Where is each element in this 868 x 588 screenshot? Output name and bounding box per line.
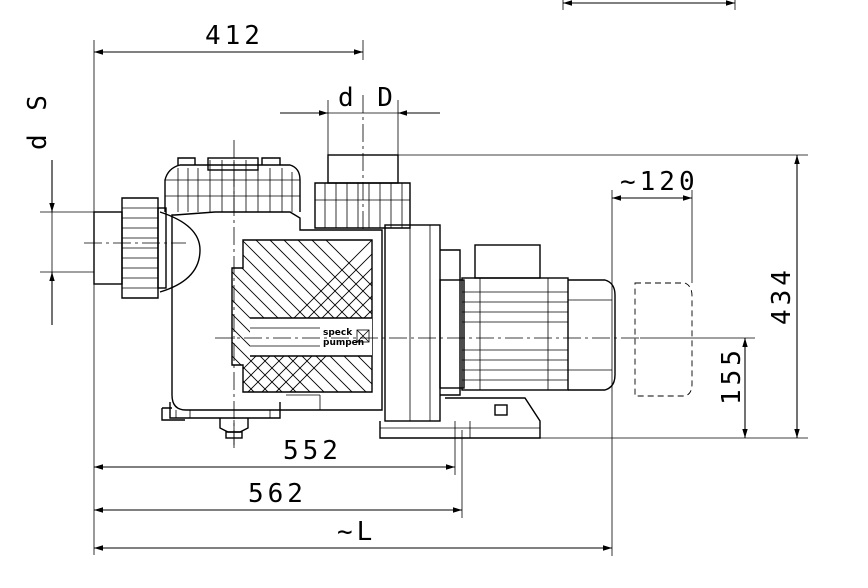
dimension-412: 412 <box>93 21 364 212</box>
dim-562-label: 562 <box>248 479 307 509</box>
dimension-434: 434 <box>398 154 808 439</box>
logo-line2: pumpen <box>323 338 364 348</box>
logo-line1: speck <box>323 328 353 338</box>
dimension-562: 562 <box>94 430 463 518</box>
dimension-155: 155 <box>640 337 755 438</box>
base-plate <box>379 397 541 439</box>
dim-dD-label: d D <box>338 83 397 113</box>
dim-412-label: 412 <box>205 21 264 51</box>
dim-120-label: ~120 <box>620 167 699 197</box>
electric-motor <box>461 244 616 391</box>
fan-clearance-outline <box>634 282 693 397</box>
dimension-120: ~120 <box>611 167 699 283</box>
dim-552-label: 552 <box>283 436 342 466</box>
dimension-dS: d S <box>23 91 94 325</box>
suction-connection <box>93 197 167 299</box>
dim-155-label: 155 <box>717 346 747 405</box>
brand-logo: speck pumpen <box>323 328 370 348</box>
dim-434-label: 434 <box>767 266 797 325</box>
discharge-connection <box>314 154 411 229</box>
motor-flange <box>384 224 465 422</box>
dimension-L: ~L <box>94 280 613 556</box>
dimension-552: 552 <box>93 284 456 555</box>
strainer-lid <box>164 157 301 212</box>
hatched-body <box>231 239 373 393</box>
dim-L-label: ~L <box>337 517 376 547</box>
centerlines <box>84 95 640 450</box>
dim-dS-label: d S <box>23 91 53 150</box>
top-partial-dimension <box>562 0 736 10</box>
dimension-dD: d D <box>280 83 440 155</box>
